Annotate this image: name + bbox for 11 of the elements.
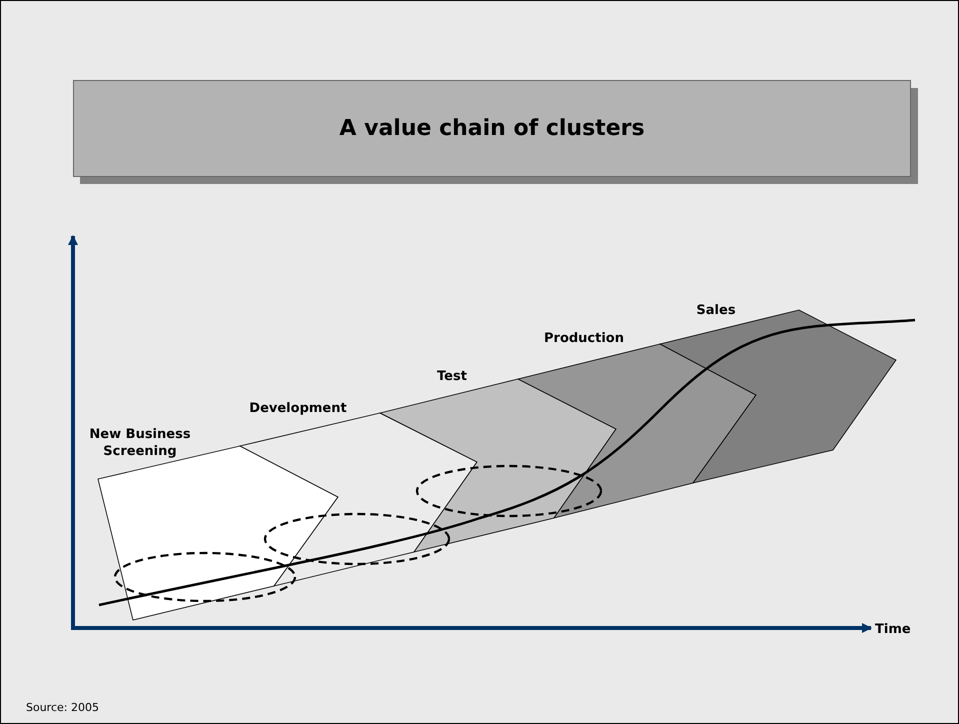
axis-label: Time (875, 621, 911, 639)
stage-label: New Business Screening (88, 426, 192, 460)
stage-label: Production (543, 330, 625, 347)
title: A value chain of clusters (339, 115, 645, 143)
stage-label: Sales (695, 302, 737, 319)
cluster-ellipse (264, 512, 450, 566)
cluster-ellipse (416, 464, 602, 518)
stage-label: Test (436, 368, 468, 385)
cluster-ellipse (114, 552, 296, 602)
stage-label: Development (248, 400, 348, 417)
source-note: Source: 2005 (26, 700, 99, 716)
